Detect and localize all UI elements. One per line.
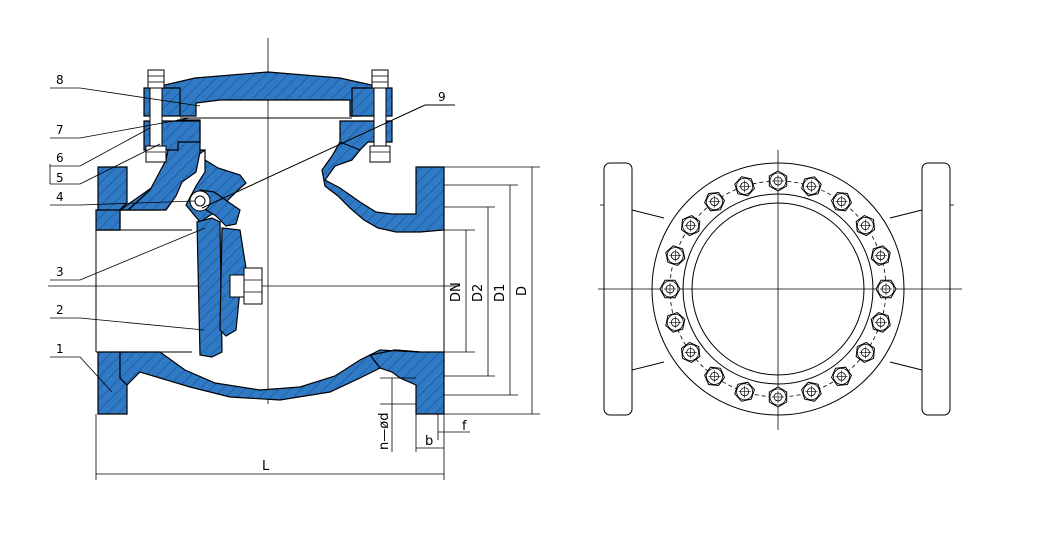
dim-label-f: f bbox=[462, 419, 467, 434]
dim-label-nd: n—ød bbox=[377, 413, 392, 450]
hinge-pin bbox=[194, 195, 206, 207]
disc-nut bbox=[243, 267, 263, 305]
end-view-bolt bbox=[855, 215, 876, 237]
end-view-bolt bbox=[680, 215, 701, 237]
dimension-lines bbox=[95, 166, 540, 480]
bonnet-cover bbox=[151, 71, 386, 117]
end-view-bolt bbox=[734, 381, 755, 402]
dim-label-d: D bbox=[515, 286, 530, 296]
part-label-5: 5 bbox=[56, 171, 64, 185]
end-view-bolt bbox=[665, 312, 686, 333]
end-view-bolt bbox=[768, 386, 788, 408]
part-label-8: 8 bbox=[56, 73, 64, 87]
part-label-3: 3 bbox=[56, 265, 64, 279]
part-label-9: 9 bbox=[438, 90, 446, 104]
part-label-2: 2 bbox=[56, 303, 64, 317]
end-view-bolt-ring bbox=[659, 170, 897, 408]
end-view-bolt bbox=[680, 341, 701, 363]
bolt-right bbox=[369, 69, 391, 163]
dim-label-dn: DN bbox=[449, 282, 464, 302]
dim-label-l: L bbox=[262, 459, 270, 474]
end-view-bolt bbox=[801, 176, 822, 197]
end-view-bolt bbox=[830, 191, 852, 212]
part-leaders bbox=[49, 87, 455, 393]
end-view-bolt bbox=[875, 279, 897, 299]
end-view-bolt bbox=[665, 245, 686, 266]
part-label-1: 1 bbox=[56, 342, 64, 356]
part-label-4: 4 bbox=[56, 190, 64, 204]
dim-label-b: b bbox=[425, 434, 433, 449]
end-view-bolt bbox=[855, 341, 876, 363]
end-view-bolt bbox=[704, 191, 726, 212]
part-label-6: 6 bbox=[56, 151, 64, 165]
end-view-bolt bbox=[768, 170, 788, 192]
end-view-bolt bbox=[870, 312, 891, 333]
disc bbox=[196, 217, 223, 358]
end-view-bolt bbox=[734, 176, 755, 197]
dim-label-d1: D1 bbox=[493, 284, 508, 302]
part-label-7: 7 bbox=[56, 123, 64, 137]
section-view: 8 7 6 5 4 3 2 1 9 bbox=[48, 38, 540, 480]
end-view-bolt bbox=[659, 279, 681, 299]
bolt-left bbox=[145, 69, 167, 163]
disc-nut-washer bbox=[229, 274, 245, 298]
end-view-bolt bbox=[870, 245, 891, 266]
end-view-bolt bbox=[830, 366, 852, 387]
end-view-bolt bbox=[704, 366, 726, 387]
dim-label-d2: D2 bbox=[471, 284, 486, 302]
end-view bbox=[598, 150, 962, 430]
end-view-bolt bbox=[801, 381, 822, 402]
body-bottom-wall bbox=[119, 349, 421, 401]
